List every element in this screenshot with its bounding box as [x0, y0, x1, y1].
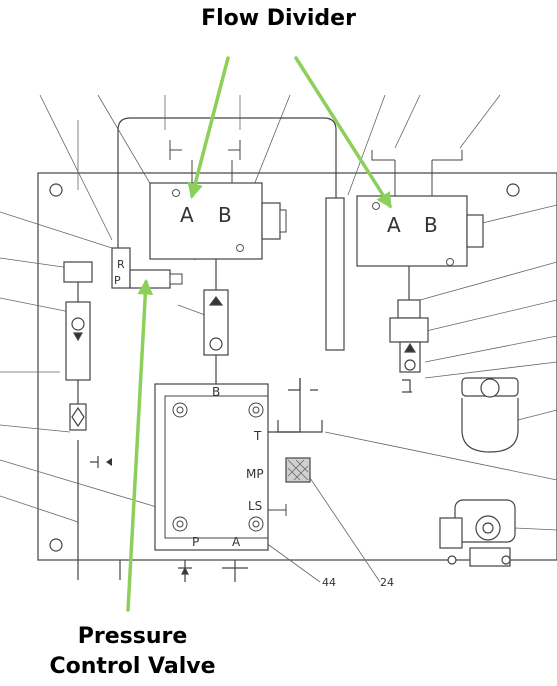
manifold-port-ls: LS	[248, 499, 262, 513]
valve-right-port-b: B	[424, 213, 438, 237]
valve-left-port-a: A	[180, 203, 194, 227]
t-port-fitting	[277, 378, 323, 433]
pressure-control-caption-line2: Control Valve	[49, 654, 216, 679]
leader-number-1: 44	[322, 576, 336, 589]
return-filter	[461, 377, 519, 453]
directional-valve-right: A B	[356, 150, 484, 267]
left-inline-components	[63, 261, 112, 468]
plate-hole-bottom-left	[49, 538, 63, 552]
leader-lines	[0, 94, 557, 583]
manifold-port-t: T	[253, 429, 262, 443]
flow-divider-arrow-right	[294, 56, 392, 209]
bottom-fittings	[178, 560, 248, 582]
manifold-port-p: P	[192, 535, 199, 549]
directional-valve-left: A B	[149, 140, 287, 260]
flow-divider-caption: Flow Divider	[201, 6, 356, 31]
solenoid-right	[466, 214, 484, 248]
filter-left	[69, 403, 87, 431]
valve-left-port-b: B	[218, 203, 232, 227]
solenoid-left	[261, 202, 281, 240]
manifold-port-mp: MP	[246, 467, 264, 481]
leader-number-2: 24	[380, 576, 394, 589]
vertical-cylinder	[325, 197, 345, 351]
annotation-arrows	[126, 56, 392, 612]
pressure-control-arrow	[126, 278, 154, 612]
manifold-port-b: B	[212, 385, 220, 399]
pressure-valve-port-r: R	[117, 258, 125, 271]
pressure-control-caption-line1: Pressure	[77, 624, 188, 649]
plate-hole-top-left	[49, 183, 63, 197]
mounting-plate	[37, 172, 557, 561]
flow-divider-arrow-left	[187, 56, 230, 200]
check-valve-right	[389, 299, 429, 393]
manifold-block: B T MP LS P A	[154, 383, 287, 551]
check-valve-middle	[203, 289, 229, 356]
valve-right-port-a: A	[387, 213, 401, 237]
plate-hole-top-right	[506, 183, 520, 197]
pump-motor	[439, 499, 516, 567]
pressure-valve-port-p: P	[114, 274, 121, 287]
manifold-port-a: A	[232, 535, 241, 549]
